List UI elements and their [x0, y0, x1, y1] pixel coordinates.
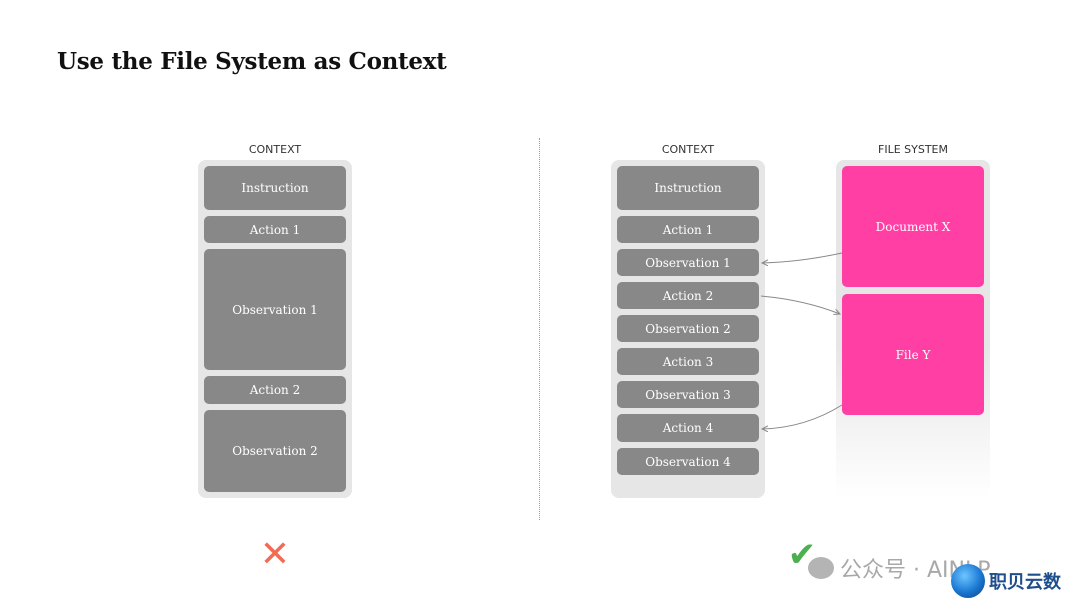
right-action-4-block: Action 4: [617, 414, 759, 442]
left-action-2-block: Action 2: [204, 376, 346, 404]
watermark-text-2: 职贝云数: [989, 572, 1061, 593]
arrow-action-2-to-file-y: [760, 295, 840, 314]
page-title: Use the File System as Context: [57, 48, 447, 75]
right-action-1-block: Action 1: [617, 216, 759, 243]
left-observation-2-block: Observation 2: [204, 410, 346, 492]
arrow-document-x-to-observation-1: [762, 252, 843, 263]
divider: [539, 138, 540, 520]
cross-icon: ✕: [259, 534, 291, 575]
right-action-2-block: Action 2: [617, 282, 759, 309]
right-action-3-block: Action 3: [617, 348, 759, 375]
document-x-file: Document X: [842, 166, 984, 287]
right-observation-2-block: Observation 2: [617, 315, 759, 342]
left-context-label: CONTEXT: [248, 143, 302, 156]
wechat-icon: [808, 557, 834, 579]
watermark-brand: 职贝云数: [951, 564, 1061, 598]
left-observation-1-block: Observation 1: [204, 249, 346, 370]
right-context-label: CONTEXT: [661, 143, 715, 156]
left-instruction-block: Instruction: [204, 166, 346, 210]
file-y-file: File Y: [842, 294, 984, 415]
right-observation-3-block: Observation 3: [617, 381, 759, 408]
right-observation-4-block: Observation 4: [617, 448, 759, 475]
file-system-label: FILE SYSTEM: [878, 143, 948, 156]
arrow-file-y-to-action-4: [762, 404, 843, 429]
right-instruction-block: Instruction: [617, 166, 759, 210]
left-action-1-block: Action 1: [204, 216, 346, 243]
brand-logo-icon: [951, 564, 985, 598]
right-observation-1-block: Observation 1: [617, 249, 759, 276]
